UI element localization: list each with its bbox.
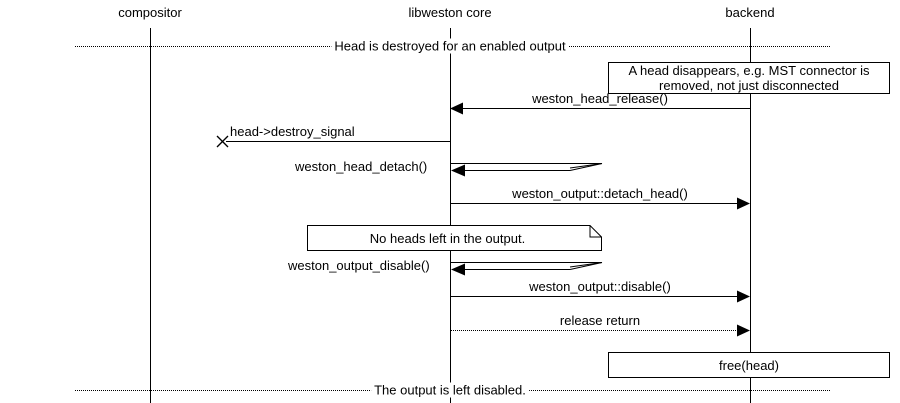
self-message-weston-output-disable <box>450 262 603 276</box>
self-message-weston-head-detach <box>450 163 603 177</box>
message-line-head-destroy-signal <box>226 141 450 142</box>
arrowhead-right-weston-output-disable <box>737 290 750 303</box>
lifeline-backend <box>750 28 751 403</box>
arrowhead-right-weston-output-detach-head <box>737 197 750 210</box>
note-no-heads-left: No heads left in the output. <box>307 225 602 251</box>
lifeline-libweston-core <box>450 28 451 403</box>
note-head-disappears-line2: removed, not just disconnected <box>659 78 839 93</box>
note-head-disappears: A head disappears, e.g. MST connector is… <box>608 62 890 94</box>
note-folded-corner-icon <box>307 225 602 251</box>
divider-label-top: Head is destroyed for an enabled output <box>331 38 569 54</box>
note-free-head: free(head) <box>608 352 890 378</box>
message-label-head-destroy-signal: head->destroy_signal <box>230 124 355 139</box>
actor-header-compositor: compositor <box>118 5 182 20</box>
message-label-weston-output-disable: weston_output::disable() <box>529 279 671 294</box>
divider-label-bottom: The output is left disabled. <box>371 382 529 398</box>
arrowhead-right-release-return <box>737 324 750 337</box>
message-label-release-return: release return <box>559 313 641 328</box>
message-line-release-return <box>450 330 746 331</box>
note-head-disappears-line1: A head disappears, e.g. MST connector is <box>628 63 870 78</box>
note-free-head-text: free(head) <box>719 357 779 373</box>
actor-header-backend: backend <box>725 5 775 20</box>
message-label-weston-output-disable-call: weston_output_disable() <box>288 258 430 273</box>
lost-message-x-icon <box>216 135 229 148</box>
lifeline-compositor <box>150 28 151 403</box>
message-line-weston-output-detach-head <box>450 203 746 204</box>
message-label-weston-output-detach-head: weston_output::detach_head() <box>512 186 688 201</box>
note-no-heads-left-text: No heads left in the output. <box>369 230 526 246</box>
message-label-weston-head-release: weston_head_release() <box>532 91 668 106</box>
message-line-weston-head-release <box>452 108 750 109</box>
message-line-weston-output-disable <box>450 296 746 297</box>
arrowhead-left-weston-head-release <box>450 102 463 115</box>
message-label-weston-head-detach: weston_head_detach() <box>295 159 428 174</box>
actor-header-libweston-core: libweston core <box>408 5 492 20</box>
